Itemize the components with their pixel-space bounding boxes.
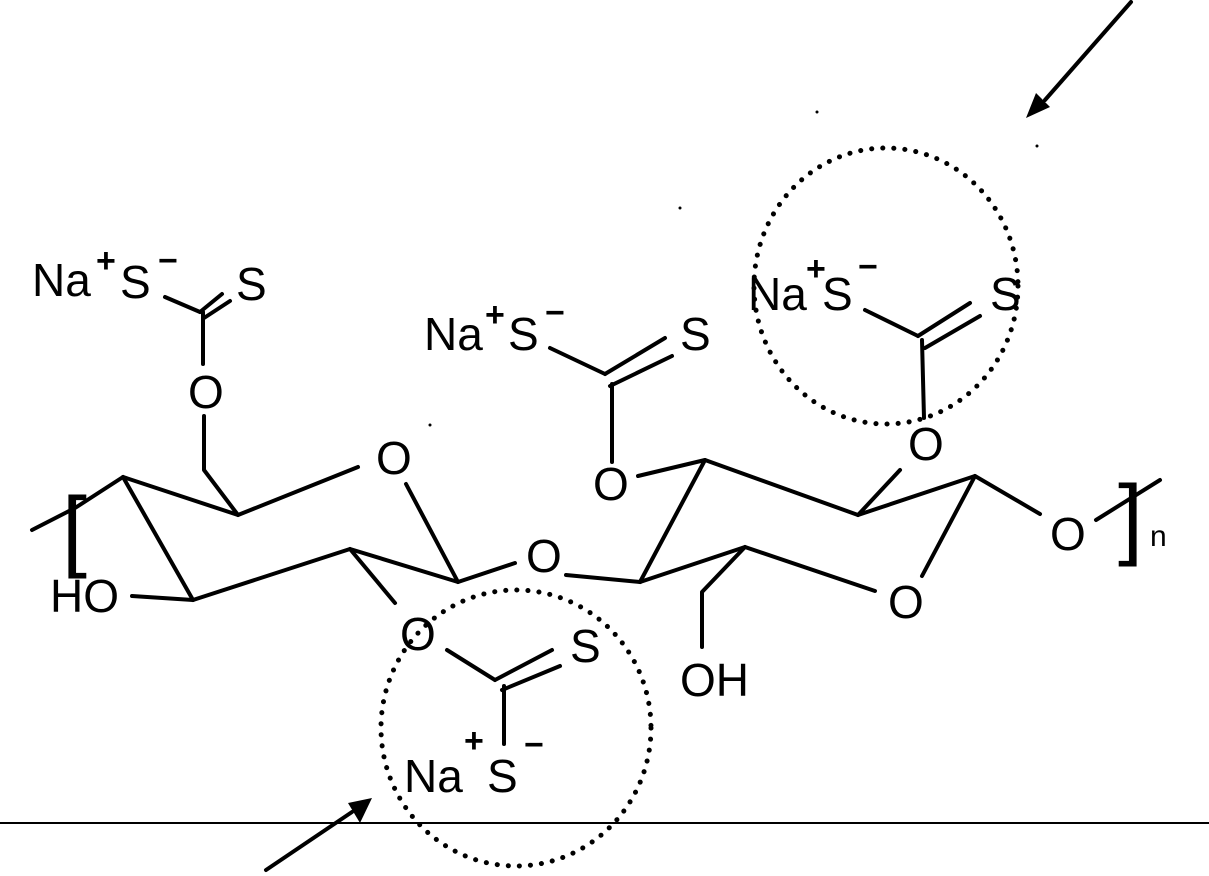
sodium-label: Na [404, 750, 463, 802]
sulfur-label: S [236, 258, 267, 310]
ring-oxygen-label: O [376, 432, 412, 484]
bracket-close: ] [1118, 468, 1143, 568]
highlight-circle [378, 587, 654, 869]
plus-charge: + [806, 250, 826, 288]
xanthate-group-top-middle: Na + S − S O [424, 294, 711, 510]
glucose-ring-left: [ HO O O [30, 432, 562, 622]
sulfur-label: S [487, 750, 518, 802]
sulfur-label: S [570, 620, 601, 672]
highlight-circle [751, 145, 1021, 427]
minus-charge: − [524, 726, 544, 764]
sulfur-label: S [990, 268, 1021, 320]
oxygen-label: O [1050, 508, 1086, 560]
arrowhead-icon [1026, 93, 1050, 118]
minus-charge: − [158, 242, 178, 280]
xanthate-group-bottom: O S Na + S − [378, 587, 654, 869]
glucose-ring-right: OH O O ] n [564, 458, 1167, 706]
sulfur-label: S [508, 308, 539, 360]
sodium-label: Na [32, 254, 91, 306]
xanthate-group-top-left: Na + S − S O [32, 242, 267, 517]
sulfur-label: S [120, 256, 151, 308]
oxygen-label: O [188, 366, 224, 418]
bracket-open: [ [62, 480, 87, 580]
hydroxyl-label: HO [50, 570, 119, 622]
arrow-top-right [1026, 0, 1133, 118]
xanthate-group-top-right: Na + S − S O [748, 145, 1021, 470]
sodium-label: Na [424, 308, 483, 360]
hydroxyl-label: OH [680, 654, 749, 706]
ring-oxygen-label: O [888, 576, 924, 628]
arrowhead-icon [348, 798, 372, 823]
oxygen-label: O [593, 458, 629, 510]
plus-charge: + [485, 296, 505, 334]
repeat-subscript: n [1150, 520, 1167, 553]
plus-charge: + [464, 722, 484, 760]
sulfur-label: S [822, 268, 853, 320]
sulfur-label: S [680, 308, 711, 360]
glycosidic-oxygen-label: O [526, 530, 562, 582]
minus-charge: − [545, 294, 565, 332]
minus-charge: − [858, 248, 878, 286]
arrow-bottom-left [264, 798, 372, 872]
plus-charge: + [96, 242, 116, 280]
oxygen-label: O [908, 418, 944, 470]
